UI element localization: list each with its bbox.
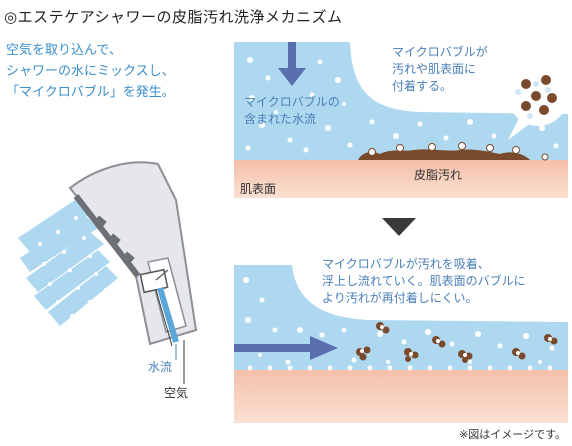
top-panel — [234, 42, 568, 198]
bubble-water-line-2: 含まれた水流 — [244, 112, 317, 126]
sebum-label: 皮脂汚れ — [414, 168, 463, 182]
bubbles-top — [245, 57, 559, 153]
footnote: ※図はイメージです。 — [459, 428, 566, 441]
skin-surface-bubbles — [247, 365, 553, 371]
bottom-description: マイクロバブルが汚れを吸着、 浮上し流れていく。肌表面のバブルに より汚れが再付… — [322, 256, 526, 307]
intro-line-1: 空気を取り込んで、 — [6, 43, 122, 58]
bubble-water-label: マイクロバブルの 含まれた水流 — [244, 94, 340, 128]
page-title: ◎エステケアシャワーの皮脂汚れ洗浄メカニズム — [4, 8, 343, 26]
adhere-description: マイクロバブルが 汚れや肌表面に 付着する。 — [392, 44, 488, 95]
bubble-water-line-1: マイクロバブルの — [244, 95, 340, 109]
water-flow-top — [234, 42, 568, 160]
water-flow-label: 水流 — [148, 360, 173, 374]
bottom-panel — [234, 265, 568, 423]
shower-head-illustration — [18, 161, 198, 384]
bubbles-bottom — [243, 277, 555, 365]
bottom-desc-line-3: より汚れが再付着しにくい。 — [322, 291, 478, 305]
zoom-bubble-callout — [508, 66, 568, 140]
bottom-desc-line-1: マイクロバブルが汚れを吸着、 — [322, 257, 490, 271]
water-spray-streams — [18, 198, 118, 326]
bubbles-on-sebum — [368, 142, 549, 161]
air-inlet-arrow — [155, 269, 169, 281]
intro-line-3: 「マイクロバブル」を発生。 — [6, 85, 175, 100]
adhere-line-2: 汚れや肌表面に — [392, 62, 477, 76]
skin-surface-top — [234, 160, 568, 198]
down-flow-arrow — [278, 68, 306, 86]
skin-surface-label: 肌表面 — [240, 182, 277, 196]
skin-surface-bottom — [234, 368, 568, 423]
lifted-sebum-clusters — [356, 322, 558, 363]
adhere-line-1: マイクロバブルが — [392, 45, 488, 59]
step-arrow — [382, 218, 416, 236]
water-channel — [157, 287, 179, 343]
air-label: 空気 — [164, 386, 189, 400]
adhere-line-3: 付着する。 — [392, 79, 453, 93]
right-flow-arrow — [310, 336, 338, 360]
sebum-layer — [358, 149, 530, 160]
spray-bubbles — [38, 216, 108, 318]
intro-text: 空気を取り込んで、 シャワーの水にミックスし、 「マイクロバブル」を発生。 — [6, 40, 175, 103]
intro-line-2: シャワーの水にミックスし、 — [6, 64, 175, 79]
bottom-desc-line-2: 浮上し流れていく。肌表面のバブルに — [322, 274, 526, 288]
